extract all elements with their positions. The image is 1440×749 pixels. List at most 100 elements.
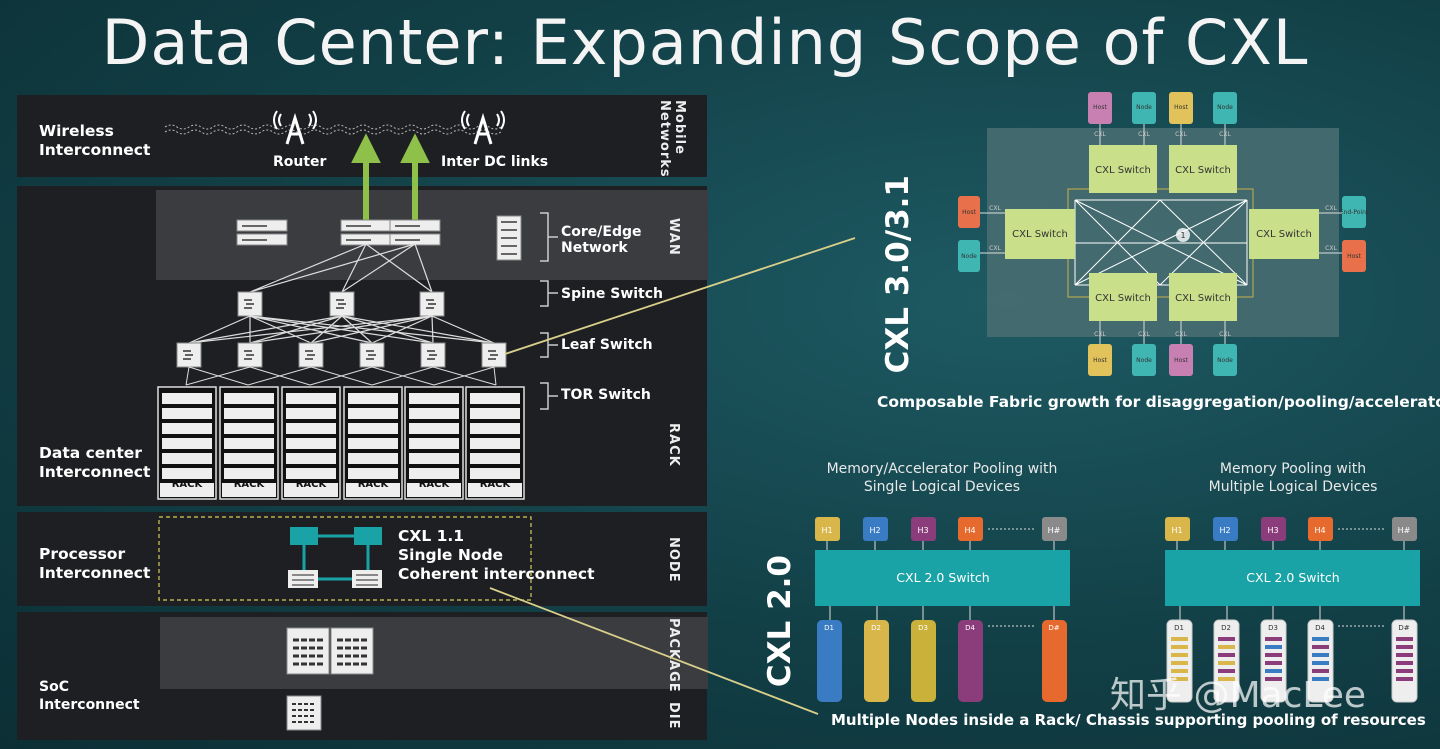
rack-unit: RACK — [219, 386, 279, 500]
svg-text:D3: D3 — [1268, 624, 1278, 632]
vlabel-wan: WAN — [666, 218, 681, 256]
bracket-mark — [540, 212, 558, 262]
band-label-soc: SoC Interconnect — [39, 679, 140, 713]
bracket-mark — [540, 382, 558, 410]
svg-text:H3: H3 — [1267, 526, 1278, 535]
svg-text:Host: Host — [1347, 253, 1361, 260]
leaf-switch-icon — [359, 342, 385, 368]
band-label-processor: Processor Interconnect — [39, 545, 151, 582]
mld-device-d2: D2 — [1213, 619, 1240, 703]
device-host: Host — [1342, 240, 1366, 272]
svg-text:H4: H4 — [964, 526, 975, 535]
cxl-link-label: CXL — [1325, 245, 1337, 252]
core-server-icon — [340, 219, 392, 246]
host-h1: H1 — [1165, 517, 1190, 541]
cxl-switch-box: CXL Switch — [1089, 273, 1157, 321]
host-h2: H2 — [863, 517, 888, 541]
leaf-switch-icon — [420, 342, 446, 368]
rack-unit: RACK — [157, 386, 217, 500]
switch-label: CXL Switch — [1095, 165, 1151, 176]
device-d1: D1 — [817, 620, 842, 702]
pool-right: H1 H2 H3 H4 H# CXL 2.0 Switch D1 D2 D3 D… — [1165, 517, 1420, 703]
device-node: Node — [1213, 344, 1237, 376]
svg-text:D4: D4 — [965, 624, 975, 632]
vlabel-mobile-networks: Mobile Networks — [657, 100, 687, 178]
wireless-wave — [164, 124, 502, 130]
inter-dc-label: Inter DC links — [441, 154, 549, 170]
cxl-link-label: CXL — [1138, 131, 1150, 138]
host-hn: H# — [1392, 517, 1417, 541]
svg-text:D2: D2 — [871, 624, 881, 632]
svg-text:Node: Node — [1217, 104, 1233, 111]
svg-text:H2: H2 — [869, 526, 880, 535]
vlabel-node: NODE — [666, 537, 681, 583]
node-text-line1: CXL 1.1 — [398, 527, 465, 545]
core-server-icon — [496, 215, 522, 261]
device-host: Host — [1088, 344, 1112, 376]
page-title: Data Center: Expanding Scope of CXL — [101, 6, 1309, 79]
mld-device-d1: D1 — [1166, 619, 1193, 703]
device-node: Node — [1132, 92, 1156, 124]
cxl2-switch-label: CXL 2.0 Switch — [896, 570, 989, 585]
svg-text:D1: D1 — [824, 624, 834, 632]
switch-label: CXL Switch — [1175, 293, 1231, 304]
spine-leaf-links — [188, 315, 495, 344]
svg-text:H#: H# — [1398, 526, 1411, 535]
svg-text:D#: D# — [1048, 624, 1059, 632]
band-label-wireless: Wireless Interconnect — [39, 122, 151, 159]
rack-unit: RACK — [281, 386, 341, 500]
svg-text:H3: H3 — [917, 526, 928, 535]
die-chip-icon — [286, 695, 322, 731]
pool-right-title: Memory Pooling with Multiple Logical Dev… — [1208, 461, 1378, 495]
host-h4: H4 — [1308, 517, 1333, 541]
core-server-icon — [389, 219, 441, 246]
cxl-link-label: CXL — [989, 205, 1001, 212]
svg-text:Host: Host — [962, 209, 976, 216]
cxl2-caption: Multiple Nodes inside a Rack/ Chassis su… — [831, 711, 1426, 729]
rack-label: RACK — [296, 479, 328, 490]
rack-label: RACK — [172, 479, 204, 490]
mld-device-d3: D3 — [1260, 619, 1287, 703]
cxl-switch-box: CXL Switch — [1169, 145, 1237, 193]
leaf-switch-icon — [237, 342, 263, 368]
node-cpu-diagram — [288, 527, 382, 588]
pool-left: H1 H2 H3 H4 H# CXL 2.0 Switch D1 D2 D3 D… — [815, 517, 1070, 702]
spine-switch-icon — [419, 291, 445, 317]
rack-unit: RACK — [343, 386, 403, 500]
spine-switch-icon — [329, 291, 355, 317]
svg-text:H1: H1 — [821, 526, 832, 535]
svg-text:D2: D2 — [1221, 624, 1231, 632]
cxl-switch-box: CXL Switch — [1169, 273, 1237, 321]
svg-text:H2: H2 — [1219, 526, 1230, 535]
rack-label: RACK — [358, 479, 390, 490]
cxl-switch-box: CXL Switch — [1249, 209, 1319, 259]
node-text-line2: Single Node — [398, 546, 504, 564]
device-d3: D3 — [911, 620, 936, 702]
cxl-link-label: CXL — [1094, 331, 1106, 338]
cxl-link-label: CXL — [989, 245, 1001, 252]
router-label: Router — [273, 154, 327, 170]
uplink-arrow-icon — [351, 133, 381, 220]
cxl-link-label: CXL — [1138, 331, 1150, 338]
svg-text:Node: Node — [961, 253, 977, 260]
connector-line — [504, 237, 856, 355]
device-node: Node — [958, 240, 980, 272]
rack-label: RACK — [480, 479, 512, 490]
device-endpoint: End-Point — [1340, 196, 1369, 228]
svg-text:H4: H4 — [1314, 526, 1325, 535]
cxl2-switch — [815, 550, 1070, 606]
leaf-switch-icon — [176, 342, 202, 368]
label-spine-switch: Spine Switch — [561, 286, 664, 302]
connector-line — [489, 587, 819, 715]
package-chip-icon — [286, 627, 374, 675]
switch-label: CXL Switch — [1012, 229, 1068, 240]
switch-label: CXL Switch — [1095, 293, 1151, 304]
device-host: Host — [1088, 92, 1112, 124]
device-d4: D4 — [958, 620, 983, 702]
cxl-switch-box: CXL Switch — [1005, 209, 1075, 259]
svg-text:Host: Host — [1093, 357, 1107, 364]
label-leaf-switch: Leaf Switch — [561, 337, 653, 353]
band-label-datacenter: Data center Interconnect — [39, 444, 151, 481]
node-text: CXL 1.1 Single Node Coherent interconnec… — [398, 527, 595, 584]
bracket-mark — [540, 280, 558, 307]
